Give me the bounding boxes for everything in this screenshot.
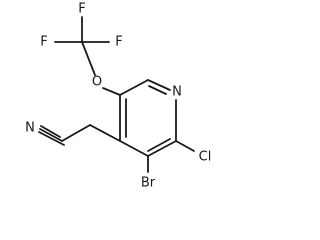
atom-ring-nitrogen: N [172, 85, 182, 100]
structure-canvas: F F F O N Cl Br N [25, 2, 211, 191]
atom-f-right: F [115, 35, 122, 50]
bond-ch2-cn [61, 124, 91, 142]
atom-nitrile-nitrogen: N [25, 121, 35, 136]
bond-c2-c3 [147, 140, 177, 157]
bond-c5-c6 [119, 79, 149, 96]
bond-nitrile-triple-1 [39, 128, 63, 142]
bond-nitrile-triple-3 [38, 131, 65, 146]
bond-c3-c4 [119, 140, 149, 157]
bonds [38, 16, 195, 173]
bond-c2-cl [175, 140, 195, 152]
atom-f-left: F [40, 35, 47, 50]
bond-c6-n1-double [148, 85, 167, 95]
atom-f-top: F [78, 2, 85, 17]
chemical-structure-diagram: F F F O N Cl Br N [25, 2, 211, 191]
atom-labels: F F F O N Cl Br N [25, 2, 211, 191]
bond-c-o [81, 41, 96, 76]
bond-nitrile-triple-2 [40, 125, 61, 138]
atom-oxygen: O [92, 75, 102, 90]
atom-chlorine: Cl [199, 150, 212, 165]
bond-c6-n1 [147, 79, 171, 91]
atom-bromine: Br [141, 176, 156, 191]
bond-c2-c3-double [147, 138, 171, 152]
bond-o-ring [102, 87, 121, 96]
bond-c4-ch2 [89, 124, 121, 142]
